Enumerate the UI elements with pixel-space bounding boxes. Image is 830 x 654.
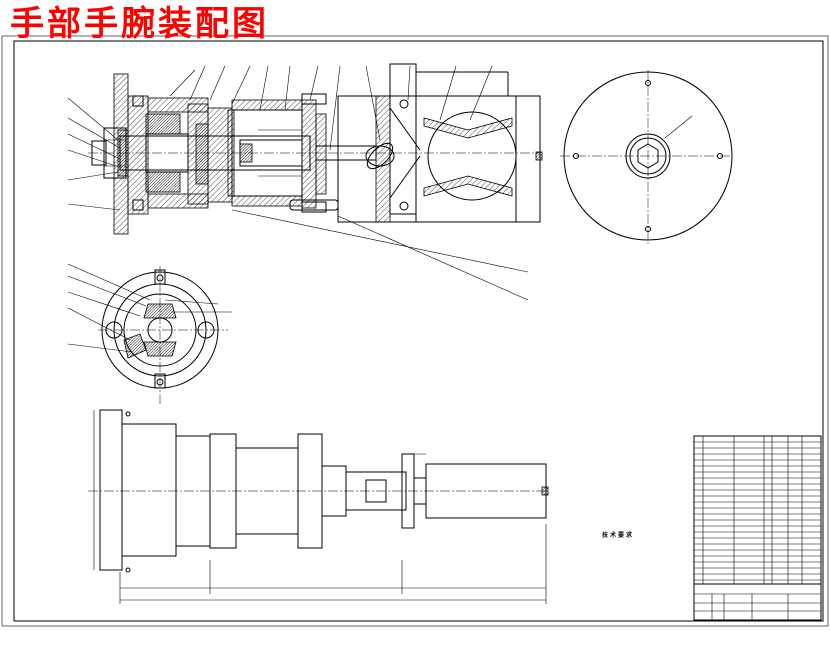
parts-list-table [693,435,822,621]
main-view-leaders [67,65,529,301]
drawing-title: 手部手腕装配图 [10,4,269,44]
technical-requirements-heading: 技术要求 [602,532,635,539]
outline-view [88,409,549,604]
sheet-inner-border [13,40,824,622]
main-section-view [88,63,543,235]
end-view-circle [560,70,733,245]
sheet-outer-border [1,35,829,627]
cross-section-view [67,263,232,404]
